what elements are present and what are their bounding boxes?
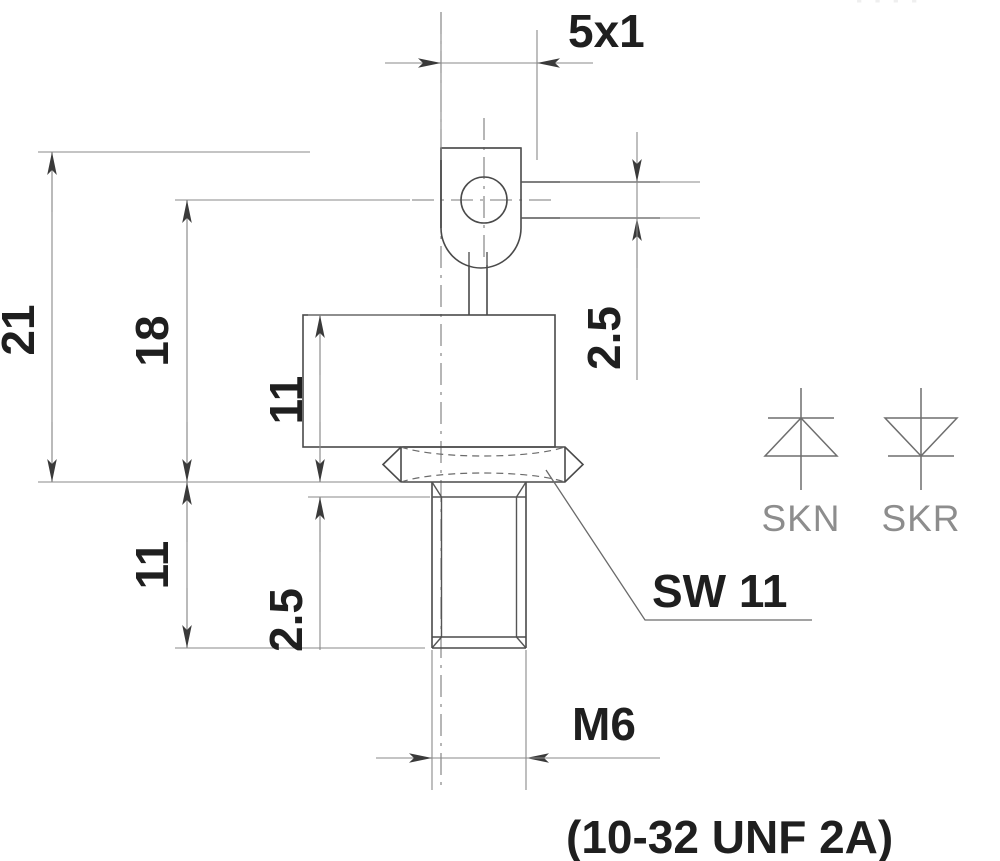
dimension-label-stud-11: 11 (126, 541, 178, 590)
dimension-label-body-11: 11 (260, 376, 312, 425)
dimension-label-nut-2p5: 2.5 (260, 588, 312, 652)
dimension-terminal-tab-thickness: 2.5 (560, 132, 700, 380)
note-imperial-thread: (10-32 UNF 2A) (566, 811, 893, 861)
dimension-overall-height: 21 (0, 151, 400, 483)
diode-symbol-label-skr: SKR (881, 498, 960, 539)
dimension-body-height: 11 (260, 314, 420, 482)
dimension-label-18: 18 (126, 315, 178, 366)
diode-symbol-skr: SKR (881, 388, 960, 539)
dimension-body-top-to-seat: 18 (126, 199, 410, 482)
diode-body (302, 314, 556, 448)
dimension-label-5x1: 5x1 (568, 5, 645, 57)
threaded-stud (431, 481, 527, 649)
dimension-stud-length: 11 (126, 482, 425, 649)
dimension-label-21: 21 (0, 304, 44, 355)
dimension-thread-diameter: M6 (376, 650, 660, 790)
note-wrench-size: SW 11 (545, 469, 812, 621)
dimension-terminal-tab-width: 5x1 (385, 5, 645, 160)
diode-symbol-skn: SKN (761, 388, 840, 539)
dimension-hex-nut-height: 2.5 (260, 496, 430, 652)
svg-text:· · · ·: · · · · (855, 0, 920, 17)
note-label-sw11: SW 11 (652, 565, 788, 617)
dimension-label-m6: M6 (572, 698, 636, 750)
hex-nut (381, 446, 585, 483)
dimension-label-tab-thickness: 2.5 (578, 306, 630, 370)
cropped-header-text: · · · · (855, 0, 920, 17)
note-label-unf: (10-32 UNF 2A) (566, 811, 893, 861)
center-lines (412, 12, 556, 790)
diode-symbol-label-skn: SKN (761, 498, 840, 539)
flexible-lead (468, 252, 488, 315)
terminal-tab (440, 147, 660, 269)
